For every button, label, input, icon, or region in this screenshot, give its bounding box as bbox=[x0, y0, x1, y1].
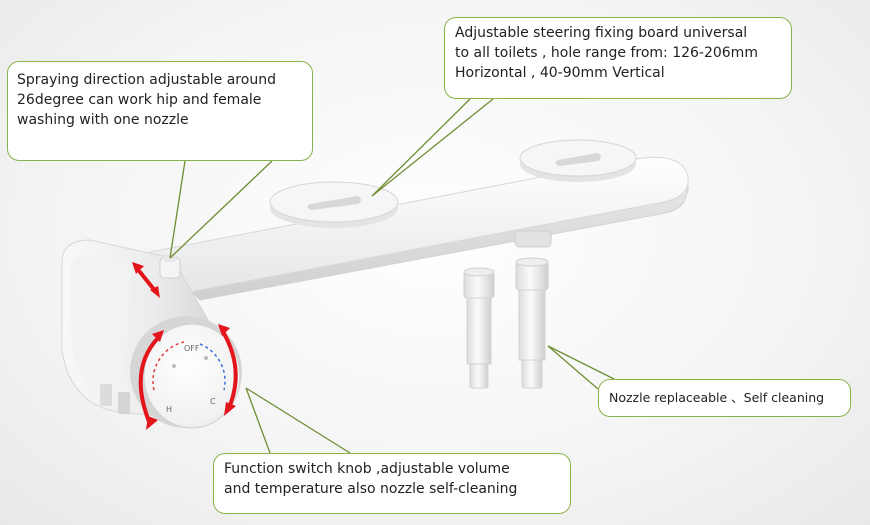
callout-text-line: 26degree can work hip and female bbox=[17, 91, 262, 108]
callout-text-line: Function switch knob ,adjustable volume bbox=[224, 461, 510, 477]
spare-nozzle-right bbox=[515, 257, 549, 389]
callout-text-line: Adjustable steering fixing board univers… bbox=[455, 25, 748, 41]
callout-text-line: and temperature also nozzle self-cleanin… bbox=[224, 480, 518, 497]
knob-cold-label: C bbox=[210, 397, 216, 406]
callout-spray-direction: Spraying direction adjustable around 26d… bbox=[7, 61, 313, 161]
knob-off-label: OFF bbox=[184, 344, 200, 353]
callout-text-line: Horizontal , 40-90mm Vertical bbox=[455, 64, 665, 81]
callout-text-line: Nozzle replaceable 、Self cleaning bbox=[609, 390, 825, 405]
callout-nozzle-replaceable: Nozzle replaceable 、Self cleaning bbox=[598, 379, 851, 417]
leader-lines bbox=[169, 98, 615, 454]
callout-text-line: Spraying direction adjustable around bbox=[17, 72, 276, 88]
fixing-plate-left bbox=[269, 181, 399, 228]
function-knob: OFF H C bbox=[130, 316, 242, 429]
callout-text-line: washing with one nozzle bbox=[17, 111, 189, 128]
knob-hot-label: H bbox=[166, 405, 172, 414]
callout-steering-board: Adjustable steering fixing board univers… bbox=[444, 17, 792, 99]
spare-nozzle-left bbox=[463, 267, 495, 389]
callout-function-knob: Function switch knob ,adjustable volume … bbox=[213, 453, 571, 514]
spray-adjust-button bbox=[159, 254, 181, 279]
rotation-arrowheads bbox=[132, 262, 236, 430]
fixing-plate-right bbox=[519, 139, 637, 182]
callout-text-line: to all toilets , hole range from: 126-20… bbox=[455, 44, 758, 61]
hose-connector bbox=[514, 230, 552, 248]
